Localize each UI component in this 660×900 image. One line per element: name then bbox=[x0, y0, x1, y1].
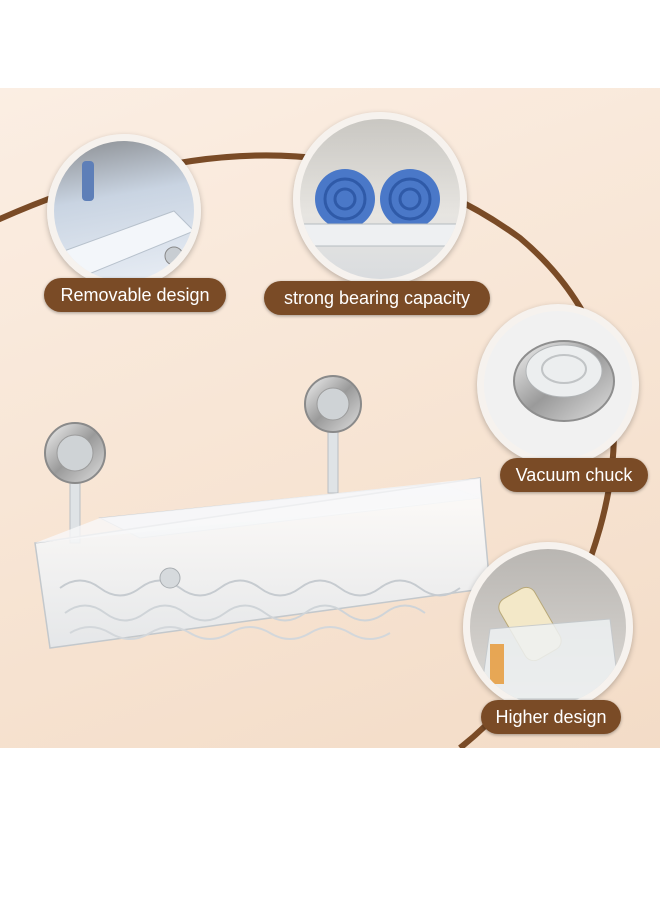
removable-design-photo bbox=[47, 134, 201, 288]
higher-design-photo bbox=[463, 542, 633, 712]
feature-label: Removable design bbox=[44, 278, 226, 312]
suction-cup-icon bbox=[300, 169, 460, 247]
sink-image bbox=[63, 161, 194, 277]
blank-area bbox=[0, 748, 660, 900]
feature-label: strong bearing capacity bbox=[264, 281, 490, 315]
feature-label: Higher design bbox=[481, 700, 621, 734]
suction-cup-icon bbox=[44, 422, 106, 484]
bottle-image bbox=[479, 586, 621, 700]
product-banner: Removable design strong bearing capacity… bbox=[0, 88, 660, 748]
suction-cup-icon bbox=[304, 375, 362, 433]
vacuum-chuck-photo bbox=[477, 304, 639, 466]
suction-cup-icon bbox=[513, 340, 615, 422]
shelf-image bbox=[34, 375, 491, 649]
strong-bearing-photo bbox=[293, 112, 467, 286]
feature-label: Vacuum chuck bbox=[500, 458, 648, 492]
